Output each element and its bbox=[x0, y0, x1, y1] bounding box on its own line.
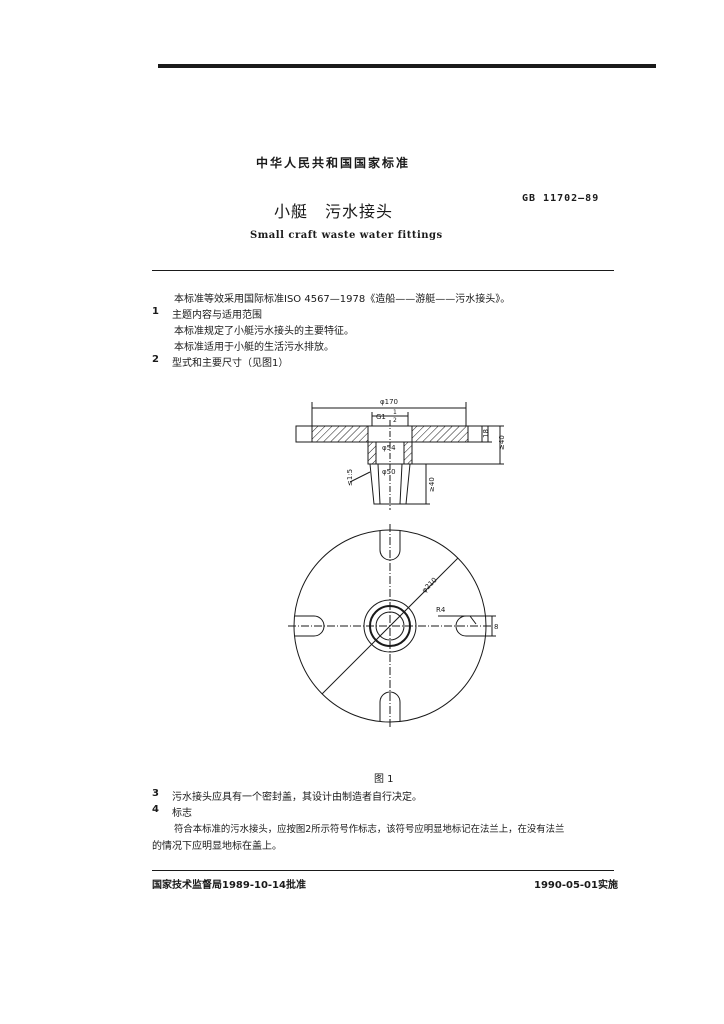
standard-org-header: 中华人民共和国国家标准 bbox=[256, 156, 411, 170]
dim-outer-diameter: φ170 bbox=[380, 398, 398, 406]
section-4-number: 4 bbox=[152, 804, 159, 815]
dim-flange-height: 18 bbox=[482, 429, 490, 438]
section-1-para-2: 本标准适用于小艇的生活污水排放。 bbox=[174, 342, 334, 353]
dim-thread-num: 1 bbox=[393, 409, 397, 416]
dim-bolt-circle: φ210 bbox=[420, 576, 438, 594]
footer-rule bbox=[152, 870, 614, 871]
section-1-para-1: 本标准规定了小艇污水接头的主要特征。 bbox=[174, 326, 354, 337]
footer-approval: 国家技术监督局1989-10-14批准 bbox=[152, 880, 306, 891]
dim-thread-g: G1 bbox=[376, 413, 386, 421]
section-3-number: 3 bbox=[152, 788, 159, 799]
top-rule bbox=[158, 64, 656, 68]
dim-total-height: ≥40 bbox=[498, 435, 506, 450]
figure-1-drawing: φ170 G1 1 2 18 ≥40 φ54 φ50 ≤1:5 ≥40 φ210… bbox=[288, 398, 506, 728]
dim-taper-height: ≥40 bbox=[428, 477, 436, 492]
section-4-para-2: 的情况下应明显地标在盖上。 bbox=[152, 841, 282, 852]
standard-number: GB 11702—89 bbox=[522, 193, 600, 204]
dim-thread-den: 2 bbox=[393, 417, 397, 424]
section-2-number: 2 bbox=[152, 354, 159, 365]
dim-bore-50: φ50 bbox=[382, 468, 396, 476]
section-1-number: 1 bbox=[152, 306, 159, 317]
dim-slot-width: 8 bbox=[494, 623, 498, 631]
section-2-title: 型式和主要尺寸（见图1） bbox=[172, 358, 289, 369]
dim-bore-54: φ54 bbox=[382, 444, 396, 452]
dim-radius: R4 bbox=[436, 606, 446, 614]
section-3-text: 污水接头应具有一个密封盖，其设计由制造者自行决定。 bbox=[172, 792, 422, 803]
title-english: Small craft waste water fittings bbox=[250, 230, 443, 241]
section-4-para-1: 符合本标准的污水接头，应按图2所示符号作标志，该符号应明显地标记在法兰上，在没有… bbox=[174, 824, 565, 835]
section-1-title: 主题内容与适用范围 bbox=[172, 310, 262, 321]
title-rule bbox=[152, 270, 614, 271]
title-chinese: 小艇 污水接头 bbox=[274, 202, 394, 221]
intro-paragraph: 本标准等效采用国际标准ISO 4567—1978《造船——游艇——污水接头》。 bbox=[174, 294, 511, 305]
dim-chamfer: ≤1:5 bbox=[346, 469, 354, 486]
figure-1-caption: 图 1 bbox=[374, 774, 394, 785]
section-4-title: 标志 bbox=[172, 808, 192, 819]
footer-effective-date: 1990-05-01实施 bbox=[534, 880, 618, 891]
